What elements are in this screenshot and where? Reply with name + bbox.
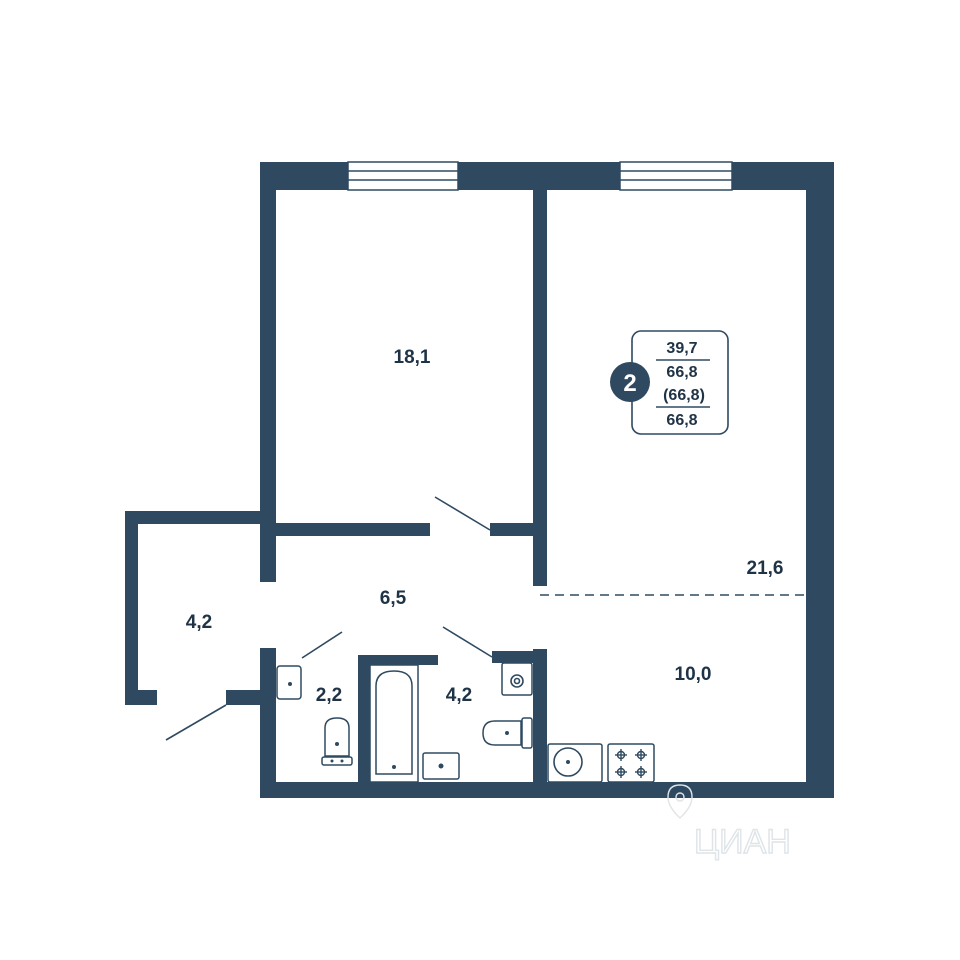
window-bedroom (347, 161, 459, 191)
total-area-value: 66,8 (666, 364, 697, 381)
doors (165, 496, 493, 741)
bathroom-sink-icon (422, 752, 460, 780)
stove-icon (607, 743, 655, 783)
windows (347, 161, 733, 191)
rooms-count: 2 (623, 370, 636, 397)
right-wall (806, 162, 834, 798)
partition-bedroom-living (533, 190, 547, 586)
walls (125, 162, 834, 798)
door-entrance (165, 704, 227, 741)
room-area-bedroom: 18,1 (394, 347, 431, 368)
boiler-icon (501, 662, 533, 696)
bath-kitchen-partition (533, 649, 547, 798)
storage-bottom-wall-left (125, 690, 157, 705)
location-pin-icon (667, 784, 693, 819)
wc-bath-partition (358, 655, 370, 798)
fixtures (276, 662, 655, 783)
area-badge: 2 39,7 66,8 (66,8) 66,8 (610, 330, 729, 435)
door-wc (301, 631, 343, 659)
room-area-bathroom: 4,2 (446, 685, 472, 706)
bedroom-bottom-wall-right (490, 523, 540, 536)
door-bathroom (442, 626, 493, 658)
window-living (619, 161, 733, 191)
door-bedroom (434, 496, 491, 531)
kitchen-sink-icon (547, 743, 603, 783)
bathtub-icon (369, 664, 419, 783)
wc-sink-icon (276, 665, 302, 700)
room-area-wc: 2,2 (316, 685, 342, 706)
room-area-living: 21,6 (747, 558, 784, 579)
living-area-value: 39,7 (666, 340, 697, 357)
watermark: ЦИАН (667, 784, 792, 862)
rooms-count-circle (610, 362, 650, 402)
bath-top-wall (358, 655, 438, 665)
storage-top-wall (125, 511, 276, 524)
room-labels: 18,1 21,6 10,0 6,5 4,2 2,2 4,2 (186, 347, 784, 706)
top-wall-middle (458, 162, 620, 190)
watermark-text: ЦИАН (694, 823, 791, 861)
total-area-with-balcony-value: (66,8) (663, 387, 705, 404)
wc-left-wall (260, 648, 276, 798)
bedroom-bottom-wall-left (260, 523, 430, 536)
room-area-kitchen: 10,0 (675, 664, 712, 685)
left-wall-upper (260, 162, 276, 582)
total-area-final-value: 66,8 (666, 412, 697, 429)
toilet-icon (321, 717, 353, 766)
storage-left-wall (125, 511, 138, 705)
room-area-storage: 4,2 (186, 612, 212, 633)
room-area-hall: 6,5 (380, 588, 407, 609)
bathroom-toilet-icon (482, 717, 533, 749)
